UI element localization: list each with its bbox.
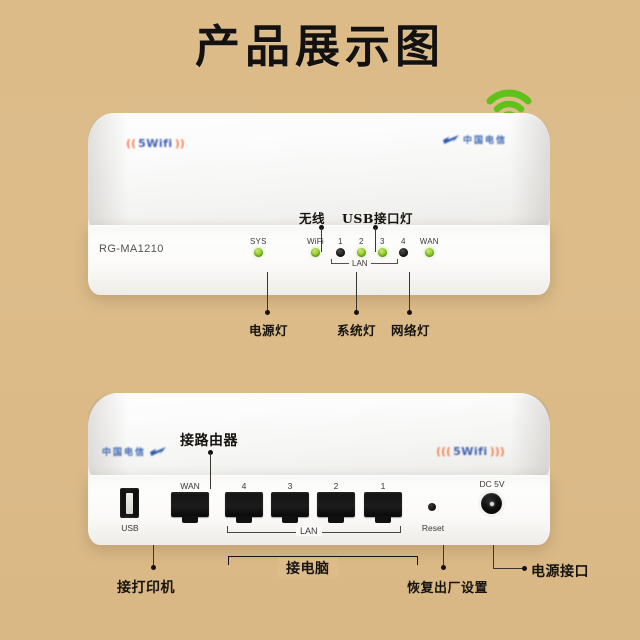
lan-bracket-label: LAN (349, 259, 371, 268)
leader-system-led (356, 272, 357, 312)
callout-system-led: 系统灯 (337, 323, 377, 338)
router-rear-view: 中国电信 ((( 5Wifi ))) USB WAN 4 3 2 1 LAN R… (88, 393, 550, 545)
brand-logo-5wifi-rear: ((( 5Wifi ))) (436, 445, 505, 458)
brand-logo-rear-right-text: 5Wifi (453, 445, 488, 458)
led-cell-sys: SYS (250, 237, 267, 257)
callout-power-led: 电源灯 (249, 323, 289, 338)
port-label-lan3: 3 (287, 481, 293, 491)
port-lan4[interactable] (225, 492, 263, 523)
reset-button[interactable] (428, 503, 436, 511)
led-label-lan1: 1 (337, 237, 343, 246)
leader-usb (375, 228, 376, 252)
callout-dot-printer (151, 565, 156, 570)
brand-logo-right-text: 中国电信 (463, 135, 508, 145)
led-label-lan4: 4 (400, 237, 406, 246)
port-label-lan4: 4 (241, 481, 247, 491)
callout-wireless-led: 无线 (299, 211, 326, 226)
dc-jack-label: DC 5V (479, 479, 505, 489)
led-label-wan: WAN (419, 237, 439, 246)
port-lan2[interactable] (317, 492, 355, 523)
callout-connect-computer: 接电脑 (278, 558, 338, 578)
callout-connect-printer: 接打印机 (117, 580, 175, 596)
callout-dot-power-led (265, 310, 270, 315)
leader-power-port-v (493, 545, 494, 568)
leader-connect-router (210, 453, 211, 489)
connect-computer-bracket (228, 556, 418, 565)
dc-jack-pin (489, 501, 494, 506)
usb-port[interactable] (120, 488, 139, 518)
callout-dot-router (208, 450, 213, 455)
page-title: 产品展示图 (194, 20, 445, 73)
led-cell-lan2: 2 (356, 237, 366, 257)
led-indicator-lan3 (377, 248, 387, 257)
led-cell-lan1: 1 (335, 237, 345, 257)
led-cell-wan: WAN (420, 237, 439, 257)
shade-right-rear (510, 393, 550, 481)
logo-burst-right-rear: ))) (489, 445, 505, 458)
logo-burst-left: (( (126, 137, 137, 150)
port-label-lan1: 1 (380, 481, 386, 491)
callout-factory-reset: 恢复出厂设置 (407, 581, 489, 596)
brand-logo-telecom-rear: 中国电信 (102, 445, 167, 458)
lan-range-label: LAN (296, 526, 322, 536)
led-indicator-sys (253, 248, 263, 257)
usb-tongue (126, 492, 133, 514)
leader-factory-reset (443, 545, 444, 567)
usb-port-label: USB (121, 523, 139, 533)
model-label: RG-MA1210 (99, 243, 164, 255)
led-indicator-lan1 (335, 248, 345, 257)
router-top-view: (( 5Wifi )) 中国电信 RG-MA1210 SYS WiFi 1 (88, 113, 550, 295)
led-indicator-lan2 (356, 248, 366, 257)
led-cluster: WiFi 1 2 3 4 WAN (307, 237, 439, 257)
callout-dot-wireless (319, 225, 324, 230)
brand-logo-rear-left-text: 中国电信 (102, 447, 147, 457)
shade-left (88, 113, 128, 233)
telecom-mark-icon-rear (150, 447, 167, 456)
leader-network-led (409, 272, 410, 312)
logo-burst-right: )) (174, 137, 185, 150)
led-indicator-wifi (310, 248, 320, 257)
callout-usb-led: USB接口灯 (342, 211, 413, 226)
leader-power-led (267, 272, 268, 312)
led-cell-lan4: 4 (398, 237, 408, 257)
logo-burst-left-rear: ((( (436, 445, 452, 458)
callout-connect-router: 接路由器 (180, 433, 238, 449)
leader-wireless (321, 228, 322, 252)
reset-label: Reset (421, 523, 445, 533)
callout-power-port: 电源接口 (531, 564, 589, 580)
telecom-mark-icon (443, 135, 459, 144)
callout-dot-factory-reset (441, 565, 446, 570)
port-lan1[interactable] (364, 492, 402, 523)
port-label-wan: WAN (180, 481, 200, 491)
port-wan[interactable] (171, 492, 209, 523)
brand-logo-left-text: 5Wifi (138, 137, 173, 150)
callout-dot-usb (373, 225, 378, 230)
callout-network-led: 网络灯 (391, 323, 431, 338)
brand-logo-telecom-top: 中国电信 (443, 133, 507, 146)
router-front-panel (88, 225, 550, 295)
leader-power-port-h (493, 568, 524, 569)
shade-right (510, 113, 550, 233)
led-label-wifi: WiFi (307, 237, 324, 246)
callout-dot-system-led (354, 310, 359, 315)
shade-left-rear (88, 393, 128, 481)
led-indicator-lan4 (398, 248, 408, 257)
led-label-sys: SYS (250, 237, 267, 246)
brand-logo-5wifi-top: (( 5Wifi )) (126, 137, 185, 150)
leader-connect-printer (153, 545, 154, 567)
dc-power-jack[interactable] (481, 493, 502, 514)
callout-dot-network-led (407, 310, 412, 315)
port-lan3[interactable] (271, 492, 309, 523)
led-cell-lan3: 3 (377, 237, 387, 257)
led-sys-group: SYS (250, 237, 267, 257)
led-label-lan3: 3 (379, 237, 385, 246)
led-cell-wifi: WiFi (307, 237, 324, 257)
led-indicator-wan (424, 248, 434, 257)
router-rear-top-surface (88, 393, 550, 481)
callout-dot-power-port (522, 566, 527, 571)
port-label-lan2: 2 (333, 481, 339, 491)
led-label-lan2: 2 (358, 237, 364, 246)
